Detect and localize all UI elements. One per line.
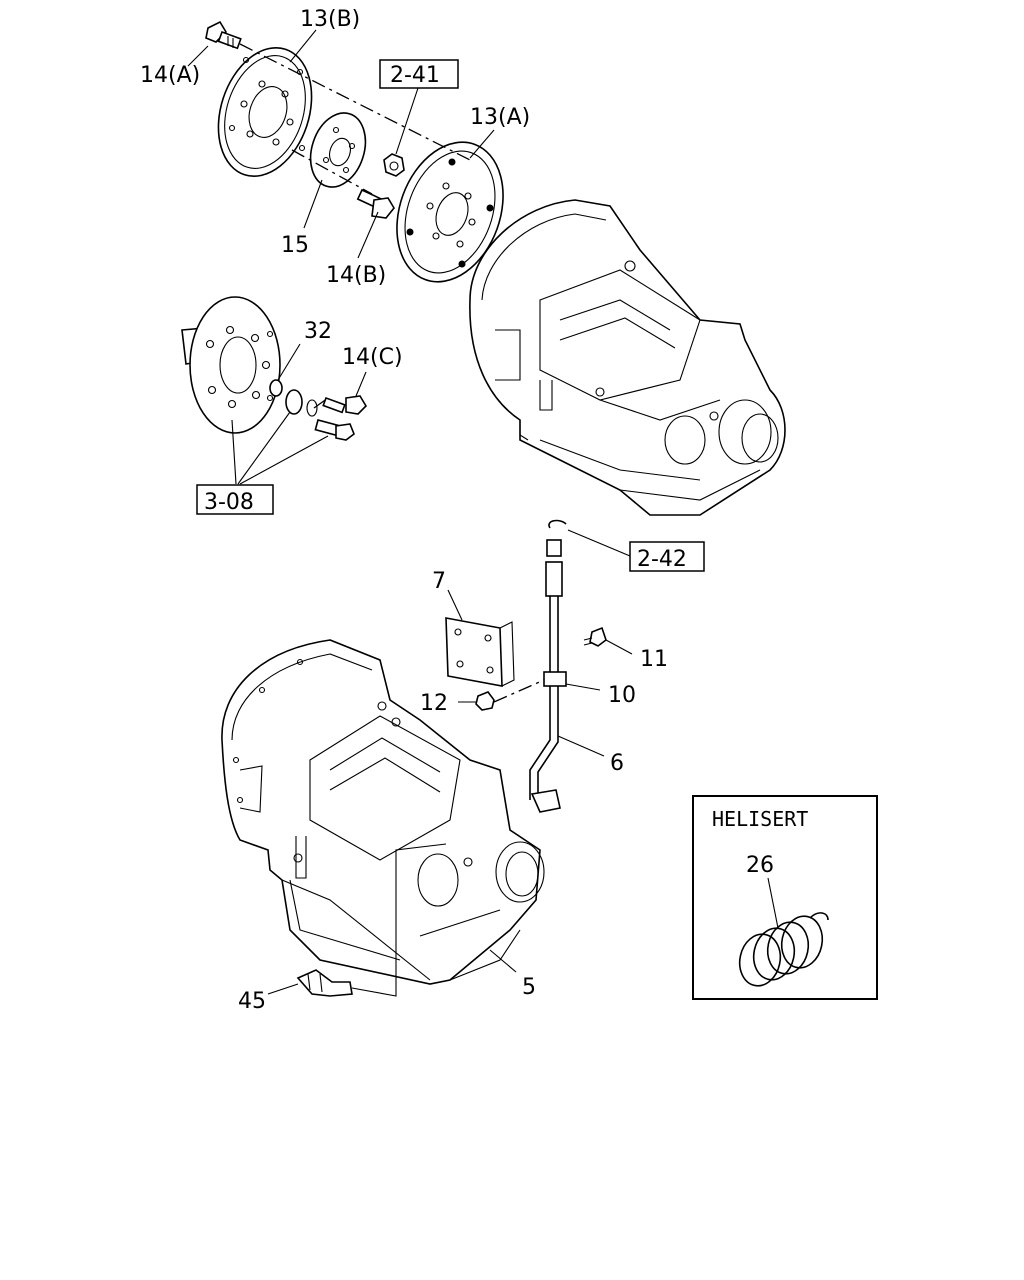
label-14b: 14(B): [326, 263, 386, 288]
washer-part: [285, 389, 318, 417]
helisert-title: HELISERT: [712, 807, 808, 831]
ring-32: [269, 379, 283, 397]
label-12: 12: [420, 691, 448, 716]
transmission-assembly-lower: [221, 639, 545, 985]
label-7: 7: [432, 569, 446, 594]
ref-box-2-42: [629, 541, 705, 572]
leader-10: [565, 683, 601, 691]
transmission-assembly-upper: [469, 199, 786, 516]
leader-2-41: [395, 87, 419, 155]
label-32: 32: [304, 319, 332, 344]
bolt-14a: [205, 20, 242, 50]
label-13a: 13(A): [470, 105, 530, 130]
label-5: 5: [522, 975, 536, 1000]
leader-32: [277, 343, 301, 381]
leader-14b: [357, 211, 379, 259]
ref-2-42: 2-42: [637, 547, 687, 572]
flexplate-13a: [396, 141, 504, 283]
leader-5: [489, 949, 517, 973]
label-15: 15: [281, 233, 309, 258]
leader-3-08-b: [237, 411, 291, 485]
leader-3-08-c: [239, 435, 329, 485]
bolt-11: [583, 626, 607, 647]
flexplate-13b: [217, 46, 313, 178]
leader-13b: [289, 29, 317, 63]
leader-7: [447, 589, 463, 621]
drive-plate-assembly: [181, 296, 281, 434]
axis-line-mid: [313, 397, 329, 409]
ref-box-2-41: [379, 59, 459, 89]
leader-14c: [355, 371, 367, 397]
label-14a: 14(A): [140, 63, 200, 88]
leader-3-08-a: [231, 419, 237, 485]
ref-box-3-08: [196, 484, 274, 515]
label-10: 10: [608, 683, 636, 708]
plate-15: [309, 112, 367, 188]
label-11: 11: [640, 647, 668, 672]
leader-13a: [469, 129, 495, 159]
leader-6: [557, 735, 605, 757]
leader-14a: [187, 45, 209, 67]
ref-3-08: 3-08: [204, 490, 254, 515]
dipstick-tube-6: [529, 519, 567, 813]
label-14c: 14(C): [342, 345, 403, 370]
drain-plug-45: [296, 969, 353, 997]
bracket-7: [445, 617, 515, 687]
bolt-3-08: [314, 419, 355, 441]
leader-45-bracket: [351, 843, 447, 997]
bolt-14c: [322, 395, 368, 415]
leader-26: [767, 877, 779, 929]
axis-line-upper: [239, 43, 471, 161]
label-13b: 13(B): [300, 7, 360, 32]
helisert-inset-box: [692, 795, 878, 1000]
leader-11: [605, 639, 633, 655]
leader-45: [267, 983, 299, 995]
leader-15: [303, 179, 323, 229]
label-6: 6: [610, 751, 624, 776]
helisert-coil-26: [738, 912, 829, 987]
nut-2-41: [383, 153, 405, 177]
bolt-14b: [356, 188, 395, 219]
label-45: 45: [238, 989, 266, 1014]
nut-12: [475, 691, 495, 711]
ref-2-41: 2-41: [390, 63, 440, 88]
axis-line-nut: [493, 679, 545, 703]
label-26: 26: [746, 853, 774, 878]
leader-2-42: [567, 529, 631, 557]
